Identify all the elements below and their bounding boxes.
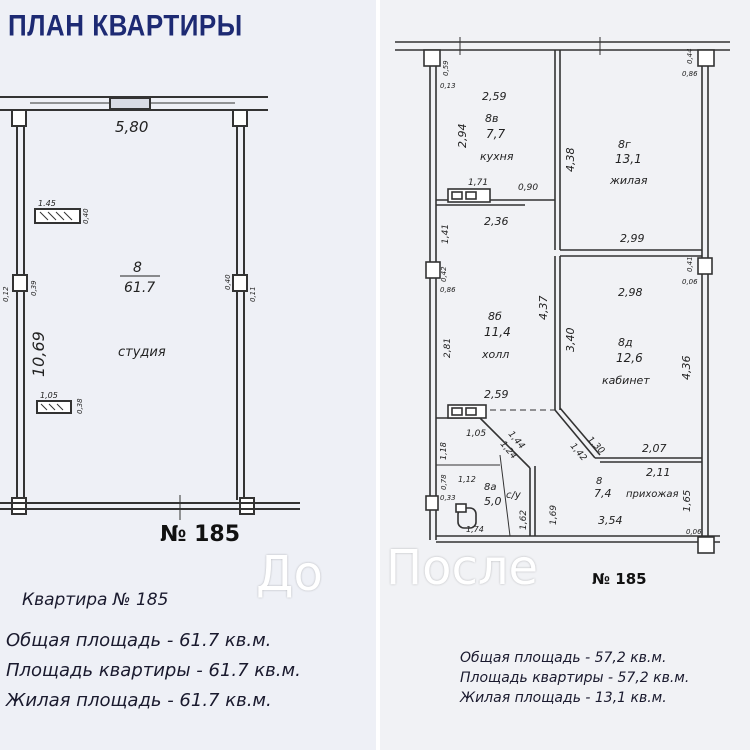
room-kitchen-area: 7,7 bbox=[486, 127, 505, 141]
dim-col-right-b: 0,11 bbox=[249, 286, 257, 302]
dim-cabinet-h1: 3,40 bbox=[564, 328, 577, 353]
dim-kitchen-w: 2,59 bbox=[482, 90, 507, 103]
room-bath-name: с/у bbox=[506, 490, 522, 501]
room-living-name: жилая bbox=[609, 174, 648, 187]
apartment-area-line: Площадь квартиры - 61.7 кв.м. bbox=[6, 660, 301, 681]
before-overlay-label: До bbox=[256, 546, 323, 602]
room-kitchen-letter: 8в bbox=[485, 112, 498, 125]
room-cabinet-name: кабинет bbox=[602, 374, 650, 387]
dim-col-left-b: 0,12 bbox=[2, 286, 10, 302]
apartment-number-label: № 185 bbox=[592, 570, 647, 588]
dim-cabinet-h2: 4,36 bbox=[680, 356, 693, 381]
dim-vent2-h: 0,38 bbox=[76, 398, 84, 414]
dim-033: 0,33 bbox=[440, 494, 456, 502]
dim-086: 0,86 bbox=[682, 70, 698, 78]
dim-side: 10,69 bbox=[29, 331, 48, 377]
dim-165: 1,65 bbox=[682, 490, 693, 512]
room-living-letter: 8г bbox=[618, 138, 631, 151]
dim-041: 0,41 bbox=[686, 256, 694, 272]
apartment-number-label: № 185 bbox=[160, 522, 240, 547]
room-kitchen-name: кухня bbox=[480, 150, 514, 163]
room-entry-name: прихожая bbox=[626, 489, 679, 500]
dim-044: 0,44 bbox=[686, 48, 694, 64]
dim-door1: 0,90 bbox=[518, 183, 538, 193]
dim-042: 0,42 bbox=[440, 266, 448, 282]
dim-left2: 2,81 bbox=[443, 338, 453, 358]
room-area: 61.7 bbox=[124, 280, 155, 296]
room-number: 8 bbox=[133, 260, 142, 276]
dim-013: 0,13 bbox=[440, 82, 456, 90]
apartment-caption: Квартира № 185 bbox=[22, 590, 169, 610]
room-cabinet-area: 12,6 bbox=[616, 351, 643, 365]
dim-hall-w2: 2,59 bbox=[484, 388, 509, 401]
room-bath-letter: 8а bbox=[484, 482, 497, 493]
dim-207: 2,07 bbox=[642, 442, 667, 455]
dim-118: 1,18 bbox=[439, 442, 448, 460]
dim-211: 2,11 bbox=[646, 466, 671, 479]
dim-169: 1,69 bbox=[549, 505, 559, 525]
total-area-line: Общая площадь - 61.7 кв.м. bbox=[6, 630, 272, 651]
dim-col-right-a: 0,40 bbox=[224, 274, 232, 290]
dim-112: 1,12 bbox=[458, 475, 476, 484]
dim-kitchen-h: 2,94 bbox=[456, 124, 469, 149]
room-hall-letter: 8б bbox=[488, 310, 502, 323]
dim-stove: 1,71 bbox=[468, 178, 488, 188]
after-floorplan: 8в 7,7 кухня 8г 13,1 жилая 8б 11,4 холл … bbox=[395, 37, 730, 588]
dim-kitchen-wall: 4,38 bbox=[564, 148, 577, 173]
dim-142: 1,42 bbox=[568, 442, 589, 464]
room-living-area: 13,1 bbox=[615, 152, 642, 166]
dim-059: 0,59 bbox=[442, 60, 450, 76]
dim-006: 0,06 bbox=[686, 528, 702, 536]
dim-006b: 0,06 bbox=[682, 278, 698, 286]
dim-174: 1,74 bbox=[466, 525, 484, 534]
after-plan-panel: 8в 7,7 кухня 8г 13,1 жилая 8б 11,4 холл … bbox=[380, 0, 750, 750]
dim-diag-130: 1,30 bbox=[585, 435, 606, 456]
dim-354: 3,54 bbox=[598, 514, 623, 527]
dim-hall-w: 2,36 bbox=[484, 215, 509, 228]
room-bath-area: 5,0 bbox=[484, 495, 502, 508]
dim-vent1-w: 1.45 bbox=[38, 199, 56, 208]
room-entry-letter: 8 bbox=[596, 476, 602, 487]
dim-top: 5,80 bbox=[115, 118, 148, 136]
dim-cabinet-w: 2,98 bbox=[618, 286, 643, 299]
room-cabinet-letter: 8д bbox=[618, 336, 633, 349]
apartment-area-line: Площадь квартиры - 57,2 кв.м. bbox=[460, 670, 690, 686]
dim-vent2-w: 1,05 bbox=[40, 391, 58, 400]
room-hall-area: 11,4 bbox=[484, 325, 511, 339]
dim-078: 0,78 bbox=[440, 474, 448, 490]
dim-105: 1,05 bbox=[466, 429, 486, 439]
dim-col-left-a: 0,39 bbox=[30, 280, 38, 296]
before-floorplan: 5,80 10,69 1.45 0,40 1,05 0,38 0,39 0,12… bbox=[0, 96, 300, 547]
dim-left-h: 1,41 bbox=[441, 224, 451, 244]
room-hall-name: холл bbox=[481, 348, 509, 361]
dim-vent1-h: 0,40 bbox=[82, 208, 90, 224]
total-area-line: Общая площадь - 57,2 кв.м. bbox=[460, 650, 667, 666]
dim-hall-h: 4,37 bbox=[537, 296, 550, 321]
after-overlay-label: После bbox=[386, 540, 539, 596]
room-name: студия bbox=[118, 345, 166, 360]
plan-title: ПЛАН КВАРТИРЫ bbox=[8, 8, 243, 43]
living-area-line: Жилая площадь - 61.7 кв.м. bbox=[6, 690, 272, 711]
panel-divider bbox=[376, 0, 380, 750]
dim-living-w: 2,99 bbox=[620, 232, 645, 245]
room-entry-area: 7,4 bbox=[594, 487, 612, 500]
before-plan-panel: ПЛАН КВАРТИРЫ bbox=[0, 0, 376, 750]
dim-086b: 0,86 bbox=[440, 286, 456, 294]
living-area-line: Жилая площадь - 13,1 кв.м. bbox=[460, 690, 667, 706]
dim-162: 1,62 bbox=[519, 510, 529, 530]
